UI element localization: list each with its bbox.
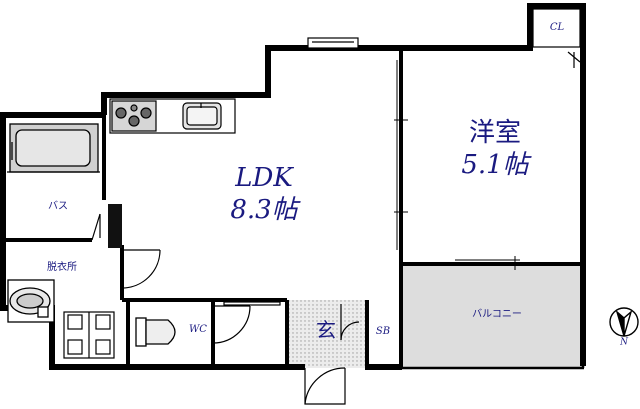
balcony-area: [403, 264, 583, 368]
kitchen-counter: [109, 98, 236, 134]
bath-door: [91, 213, 101, 241]
wc-label: WC: [189, 324, 207, 335]
closet-label: CL: [549, 22, 565, 33]
balcony-label: バルコニー: [472, 309, 522, 320]
entrance-label: 玄: [316, 318, 336, 342]
compass-north-label: N: [620, 337, 628, 348]
entrance-doors: [304, 304, 360, 405]
bathtub: [7, 123, 100, 173]
wash-basin: [7, 279, 55, 323]
shoe-box-label: SB: [375, 326, 391, 337]
door-ticks: [394, 60, 520, 270]
closet: [532, 8, 581, 68]
bath-label: バス: [48, 201, 68, 212]
western-size-label: 5.1帖: [461, 150, 529, 180]
ldk-size-label: 8.3帖: [230, 195, 298, 225]
dressing-door: [121, 249, 161, 289]
toilet: [135, 317, 176, 347]
wall-block: [108, 204, 122, 248]
ldk-window: [307, 37, 359, 49]
western-name-label: 洋室: [468, 118, 522, 148]
wc-door: [212, 301, 281, 344]
entrance-floor: [287, 300, 367, 368]
compass-icon: [609, 307, 639, 337]
dressing-label: 脱衣所: [47, 262, 77, 273]
ldk-name-label: LDK: [235, 163, 293, 193]
washer-pan: [63, 311, 115, 359]
